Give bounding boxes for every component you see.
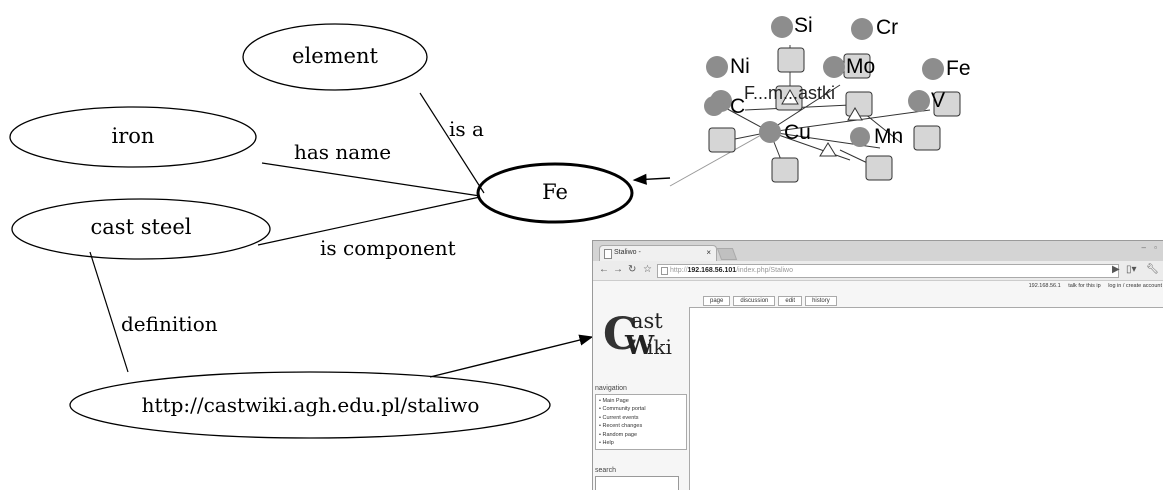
- element-node: [242, 23, 428, 91]
- browser-tab[interactable]: Staliwo - ×: [599, 245, 717, 262]
- search-panel: search: [595, 467, 687, 490]
- url-to-wiki-arrow: [429, 334, 594, 378]
- definition-label: definition: [121, 312, 218, 336]
- navigation-heading: navigation: [595, 385, 627, 392]
- has-name-edge: [261, 162, 481, 197]
- fe-node: [476, 162, 634, 224]
- address-bar[interactable]: http://192.168.56.101/index.php/Staliwo: [657, 264, 1119, 278]
- logo-w: W: [625, 331, 655, 361]
- element-node-label: element: [292, 44, 378, 68]
- tab-page[interactable]: page: [703, 296, 731, 306]
- personal-tools: 192.168.56.1 talk for this ip log in / c…: [1023, 283, 1162, 289]
- tab-discussion[interactable]: discussion: [733, 296, 776, 306]
- page-icon: [661, 267, 668, 275]
- navigation-panel: navigation Main Page Community portal Cu…: [595, 385, 687, 451]
- url-node-label: http://castwiki.agh.edu.pl/staliwo: [141, 393, 480, 417]
- nav-item-recent-changes[interactable]: Recent changes: [599, 422, 683, 430]
- tab-edit[interactable]: edit: [778, 296, 803, 306]
- page-icon: [604, 249, 612, 259]
- fe-node-label: Fe: [542, 180, 568, 204]
- cast-steel-node: [11, 198, 271, 260]
- graph-label-staliwo: F...m...astki: [744, 83, 836, 103]
- url-prefix: http://: [670, 267, 688, 274]
- graph-label-mn: Mn: [874, 125, 904, 148]
- definition-edge: [89, 251, 129, 373]
- graph-label-mo: Mo: [846, 55, 876, 78]
- tab-history[interactable]: history: [805, 296, 837, 306]
- iron-node-label: iron: [111, 124, 155, 148]
- wiki-browser-window: Staliwo - × – ▫ ← → ↻ ☆ http://192.168.5…: [592, 240, 1163, 490]
- nav-item-current-events[interactable]: Current events: [599, 414, 683, 422]
- navigation-list: Main Page Community portal Current event…: [595, 394, 687, 451]
- graph-label-cu: Cu: [784, 121, 811, 144]
- graph-to-fe-arrow: [632, 173, 671, 185]
- login-link[interactable]: log in / create account: [1108, 283, 1162, 289]
- graph-label-v: V: [931, 89, 946, 112]
- new-tab-button[interactable]: [716, 248, 738, 260]
- user-ip-link[interactable]: 192.168.56.1: [1028, 283, 1061, 289]
- search-input[interactable]: [595, 476, 679, 490]
- is-component-label: is component: [320, 236, 456, 260]
- is-component-edge: [257, 196, 481, 246]
- nav-item-help[interactable]: Help: [599, 439, 683, 447]
- logo-ast: ast: [631, 309, 663, 333]
- wrench-icon[interactable]: 🔧︎: [1146, 264, 1159, 275]
- star-icon[interactable]: ☆: [643, 264, 652, 275]
- iron-node: [9, 106, 257, 168]
- url-host: 192.168.56.101: [687, 267, 737, 274]
- url-node: [69, 371, 551, 439]
- has-name-label: has name: [294, 140, 392, 164]
- graph-label-ni: Ni: [730, 55, 750, 78]
- forward-icon[interactable]: →: [613, 264, 623, 275]
- nav-item-random-page[interactable]: Random page: [599, 431, 683, 439]
- nav-item-community-portal[interactable]: Community portal: [599, 405, 683, 413]
- is-a-edge: [419, 92, 485, 194]
- back-icon[interactable]: ←: [599, 264, 609, 275]
- graph-label-cr: Cr: [876, 16, 899, 39]
- logo-iki: iki: [647, 335, 672, 359]
- graph-label-c: C: [730, 95, 746, 118]
- wiki-content-area: 192.168.56.1 talk for this ip log in / c…: [593, 281, 1163, 490]
- browser-toolbar: ← → ↻ ☆ http://192.168.56.101/index.php/…: [593, 261, 1163, 281]
- go-icon[interactable]: ▶: [1112, 264, 1120, 275]
- castwiki-logo[interactable]: C ast W iki: [601, 305, 681, 375]
- url-path: /index.php/Staliwo: [736, 267, 794, 274]
- logo-c: C: [603, 309, 639, 360]
- article-body: [689, 307, 1163, 490]
- page-menu-icon[interactable]: ▯▾: [1126, 264, 1137, 275]
- talk-link[interactable]: talk for this ip: [1068, 283, 1101, 289]
- browser-tab-bar: Staliwo - × – ▫: [593, 241, 1163, 262]
- graph-label-fe: Fe: [946, 57, 971, 80]
- cast-steel-node-label: cast steel: [90, 215, 192, 239]
- knowledge-graph: [704, 16, 961, 183]
- window-controls[interactable]: – ▫: [1141, 243, 1160, 252]
- reload-icon[interactable]: ↻: [628, 264, 637, 275]
- nav-item-main-page[interactable]: Main Page: [599, 397, 683, 405]
- is-a-label: is a: [449, 117, 484, 141]
- graph-link-line: [669, 129, 771, 187]
- graph-label-si: Si: [794, 14, 813, 37]
- tab-close-icon[interactable]: ×: [706, 248, 711, 257]
- tab-title: Staliwo -: [614, 249, 641, 256]
- search-heading: search: [595, 467, 617, 474]
